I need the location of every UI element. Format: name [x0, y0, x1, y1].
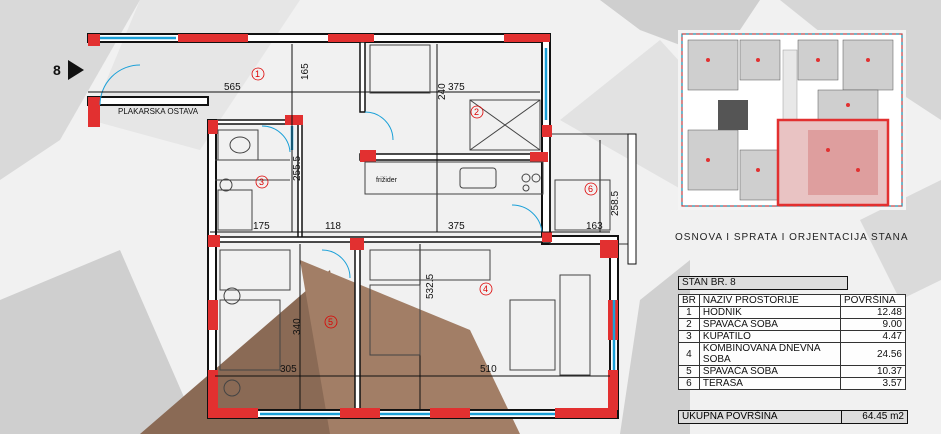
row-num: 4	[678, 342, 700, 366]
dim-305: 305	[280, 364, 297, 375]
dim-340: 340	[292, 318, 303, 335]
row-num: 6	[678, 377, 700, 390]
row-area: 24.56	[840, 342, 906, 366]
dim-375-mid: 375	[448, 221, 465, 232]
apartment-arrow-icon	[68, 60, 84, 80]
row-num: 5	[678, 365, 700, 378]
dim-163: 163	[586, 221, 603, 232]
dim-258-5: 258.5	[610, 191, 621, 216]
orientation-caption: OSNOVA I SPRATA I ORJENTACIJA STANA	[675, 232, 909, 243]
table-row: 5 SPAVAĆA SOBA 10.37	[678, 365, 906, 378]
room-number-3: 3	[259, 177, 264, 187]
row-name: SPAVAĆA SOBA	[698, 365, 842, 378]
dim-175: 175	[253, 221, 270, 232]
row-name: HODNIK	[698, 306, 842, 319]
room-number-1: 1	[255, 69, 260, 79]
row-name: KOMBINOVANA DNEVNA SOBA	[698, 342, 842, 366]
row-num: 1	[678, 306, 700, 319]
area-table: STAN BR. 8 BR NAZIV PROSTORIJE POVRŠINA …	[678, 276, 906, 390]
table-header-row: BR NAZIV PROSTORIJE POVRŠINA	[678, 294, 906, 307]
row-area: 9.00	[840, 318, 906, 331]
table-row: 6 TERASA 3.57	[678, 377, 906, 390]
apartment-number: 8	[53, 62, 61, 78]
row-area: 12.48	[840, 306, 906, 319]
wardrobe-label: PLAKARSKA OSTAVA	[118, 107, 199, 116]
dim-118: 118	[325, 221, 341, 232]
total-area-bar: UKUPNA POVRŠINA 64.45 m2	[678, 410, 908, 424]
row-area: 10.37	[840, 365, 906, 378]
row-name: SPAVAĆA SOBA	[698, 318, 842, 331]
row-area: 3.57	[840, 377, 906, 390]
dim-565: 565	[224, 82, 241, 93]
dim-510: 510	[480, 364, 497, 375]
row-name: KUPATILO	[698, 330, 842, 343]
dim-165: 165	[300, 63, 311, 80]
total-value: 64.45 m2	[841, 411, 907, 423]
dim-240: 240	[437, 83, 448, 100]
table-title: STAN BR. 8	[678, 276, 848, 290]
table-row: 2 SPAVAĆA SOBA 9.00	[678, 318, 906, 331]
table-row: 1 HODNIK 12.48	[678, 306, 906, 319]
total-label: UKUPNA POVRŠINA	[682, 411, 778, 422]
header-area: POVRŠINA	[840, 294, 906, 307]
room-number-2: 2	[474, 107, 479, 117]
room-number-5: 5	[328, 317, 333, 327]
floor-overview-thumbnail	[678, 30, 906, 210]
dim-532-5: 532.5	[425, 274, 436, 299]
row-num: 2	[678, 318, 700, 331]
row-area: 4.47	[840, 330, 906, 343]
room-number-6: 6	[588, 184, 593, 194]
fridge-label: frižider	[376, 177, 398, 184]
dim-255-5: 255.5	[292, 156, 303, 181]
row-name: TERASA	[698, 377, 842, 390]
room-number-4: 4	[483, 284, 488, 294]
table-row: 3 KUPATILO 4.47	[678, 330, 906, 343]
table-row: 4 KOMBINOVANA DNEVNA SOBA 24.56	[678, 342, 906, 366]
header-name: NAZIV PROSTORIJE	[698, 294, 842, 307]
row-num: 3	[678, 330, 700, 343]
header-num: BR	[678, 294, 700, 307]
floor-plan: 1 2 3 4 5 6 PLAKARSKA OSTAVA frižider 56…	[87, 33, 637, 419]
room-area-table: BR NAZIV PROSTORIJE POVRŠINA 1 HODNIK 12…	[678, 294, 906, 390]
dim-375-top: 375	[448, 82, 465, 93]
